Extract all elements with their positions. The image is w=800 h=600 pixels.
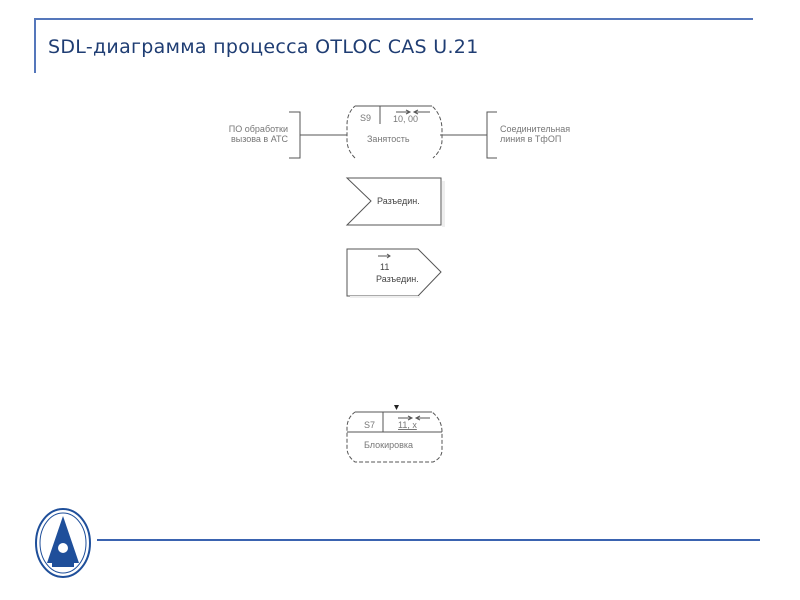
output-arrow-icon xyxy=(378,253,391,259)
right-entity-label: Соединительная линия в ТфОП xyxy=(500,124,570,144)
signal-arrows-icon xyxy=(396,109,430,115)
left-entity-line1: ПО обработки xyxy=(228,124,288,134)
right-entity-line2: линия в ТфОП xyxy=(500,134,562,144)
bottom-rule xyxy=(97,539,760,541)
entry-marker-icon xyxy=(394,405,399,410)
right-entity-bracket xyxy=(486,111,497,159)
state-s7-shape xyxy=(346,411,443,463)
left-entity-line2: вызова в АТС xyxy=(230,134,288,144)
left-entity-label: ПО обработки вызова в АТС xyxy=(218,124,288,144)
input-signal-shape xyxy=(345,177,442,226)
right-entity-line1: Соединительная xyxy=(500,124,571,134)
output-signal-number: 11 xyxy=(380,262,390,272)
page-title: SDL-диаграмма процесса OTLOC CAS U.21 xyxy=(48,36,479,58)
state-s9-id: S9 xyxy=(360,113,372,123)
state-s7-signals: 11, x xyxy=(398,420,417,430)
output-signal-shape xyxy=(346,248,442,297)
left-rule xyxy=(34,18,36,73)
state-s9-shape xyxy=(346,105,443,159)
left-entity-bracket xyxy=(289,111,301,159)
top-rule xyxy=(35,18,753,20)
shadows xyxy=(350,181,445,298)
state-s7-id: S7 xyxy=(364,420,376,430)
input-signal-label: Разъедин. xyxy=(377,196,420,206)
output-signal-label: Разъедин. xyxy=(376,274,419,284)
state-s9-name: Занятость xyxy=(367,134,410,144)
university-logo xyxy=(35,508,91,578)
state-s9-signals: 10, 00 xyxy=(393,114,419,124)
state-s7-name: Блокировка xyxy=(364,440,414,450)
